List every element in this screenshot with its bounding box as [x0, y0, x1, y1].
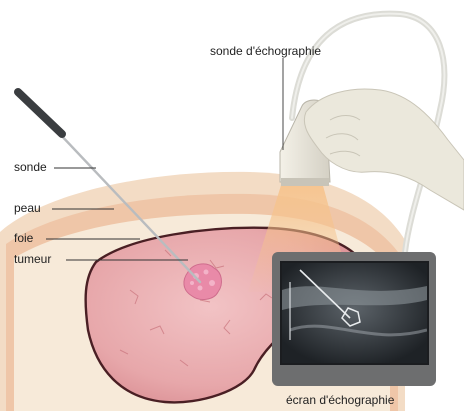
label-ultrasound-screen: écran d'échographie [286, 393, 394, 407]
label-ultrasound-probe: sonde d'échographie [210, 44, 321, 58]
label-skin: peau [14, 201, 41, 215]
ultrasound-image [282, 263, 427, 363]
label-probe: sonde [14, 160, 47, 174]
needle-probe-handle [18, 92, 62, 134]
label-tumor: tumeur [14, 252, 51, 266]
label-liver: foie [14, 231, 33, 245]
